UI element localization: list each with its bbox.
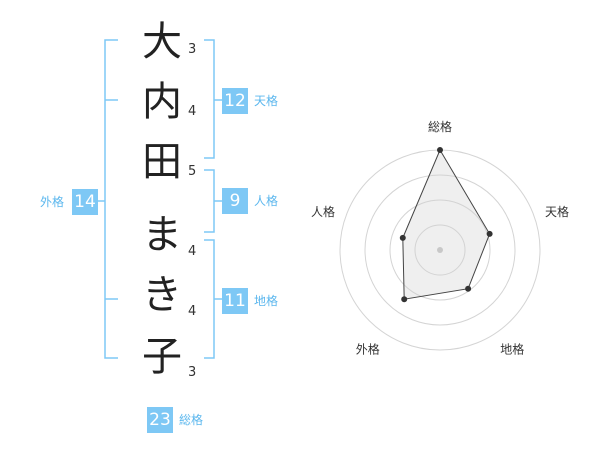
soukaku-badge: 23 — [147, 407, 173, 433]
radar-axis-label-3: 地格 — [500, 342, 524, 357]
gaikaku-label: 外格 — [40, 195, 65, 209]
name-char-5: き — [142, 272, 182, 318]
soukaku-label: 総格 — [179, 413, 204, 427]
chikaku-label: 地格 — [254, 294, 279, 308]
jinkaku-label: 人格 — [254, 194, 279, 208]
name-char-2: 内 — [142, 79, 182, 125]
radar-ring-1 — [414, 224, 466, 276]
radar-polygon — [402, 148, 491, 300]
tenkaku-bracket — [204, 39, 215, 159]
name-char-4: ま — [142, 212, 182, 258]
radar-point-2 — [486, 230, 493, 237]
stroke-count-2: 4 — [188, 104, 197, 119]
radar-axis-label-4: 外格 — [356, 342, 380, 357]
radar-axis-label-1: 総格 — [428, 119, 452, 134]
name-char-1: 大 — [142, 19, 182, 65]
tenkaku-badge: 12 — [222, 88, 248, 114]
name-char-3: 田 — [142, 139, 182, 185]
stroke-count-1: 3 — [188, 42, 197, 57]
name-char-6: 子 — [142, 334, 182, 380]
radar-point-1 — [437, 147, 443, 153]
jinkaku-badge: 9 — [222, 188, 248, 214]
stroke-count-3: 5 — [188, 164, 197, 179]
radar-center-point — [437, 247, 443, 253]
gaikaku-badge: 14 — [72, 189, 98, 215]
stroke-count-4: 4 — [188, 244, 197, 259]
radar-axis-label-5: 人格 — [311, 204, 335, 219]
radar-ring-3 — [364, 174, 516, 326]
radar-ring-2 — [389, 199, 491, 301]
tenkaku-label: 天格 — [254, 94, 279, 108]
chikaku-badge: 11 — [222, 288, 248, 314]
radar-point-5 — [399, 234, 406, 241]
radar-point-3 — [465, 285, 472, 292]
stroke-count-5: 4 — [188, 304, 197, 319]
radar-axis-label-2: 天格 — [545, 204, 569, 219]
stroke-count-6: 3 — [188, 365, 197, 380]
gaikaku-bracket — [104, 39, 118, 359]
radar-point-4 — [401, 296, 408, 303]
